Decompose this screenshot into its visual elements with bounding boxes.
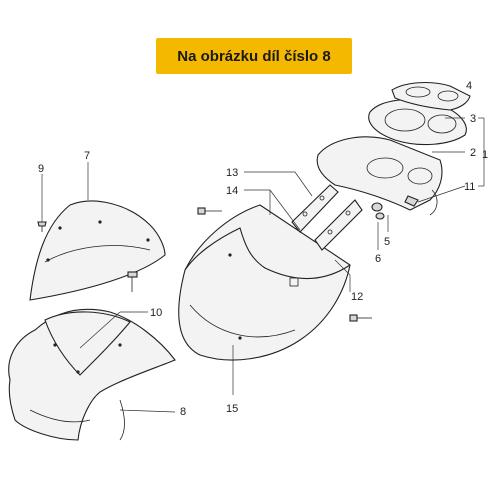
callout-12: 12 bbox=[351, 291, 363, 303]
gauge-base-part bbox=[391, 81, 471, 111]
callout-2: 2 bbox=[470, 147, 476, 159]
callout-6: 6 bbox=[375, 253, 381, 265]
clip-part bbox=[404, 195, 419, 207]
small-bolt-part bbox=[127, 271, 138, 292]
headlight-shell-part bbox=[178, 204, 351, 361]
callout-1: 1 bbox=[482, 149, 488, 161]
bolt-part-right bbox=[349, 314, 372, 322]
washer-part bbox=[371, 202, 385, 220]
callout-11: 11 bbox=[464, 181, 475, 193]
screw-part bbox=[37, 221, 47, 232]
callout-14: 14 bbox=[226, 185, 238, 197]
callout-3: 3 bbox=[470, 113, 476, 125]
callout-9: 9 bbox=[38, 163, 44, 175]
callout-10: 10 bbox=[150, 307, 162, 319]
front-fairing-part bbox=[8, 308, 176, 441]
callout-5: 5 bbox=[384, 236, 390, 248]
callout-7: 7 bbox=[84, 150, 90, 162]
windscreen-part bbox=[29, 200, 166, 301]
callout-4: 4 bbox=[466, 80, 472, 92]
callout-13: 13 bbox=[226, 167, 238, 179]
bolt-part-left bbox=[197, 207, 222, 215]
banner-text: Na obrázku díl číslo 8 bbox=[177, 47, 331, 65]
instrument-bracket-part bbox=[291, 184, 363, 251]
part-number-banner: Na obrázku díl číslo 8 bbox=[156, 38, 352, 74]
leader-lines bbox=[41, 117, 485, 413]
instrument-cover-part bbox=[316, 136, 443, 216]
callout-15: 15 bbox=[226, 403, 238, 415]
callout-8: 8 bbox=[180, 406, 186, 418]
